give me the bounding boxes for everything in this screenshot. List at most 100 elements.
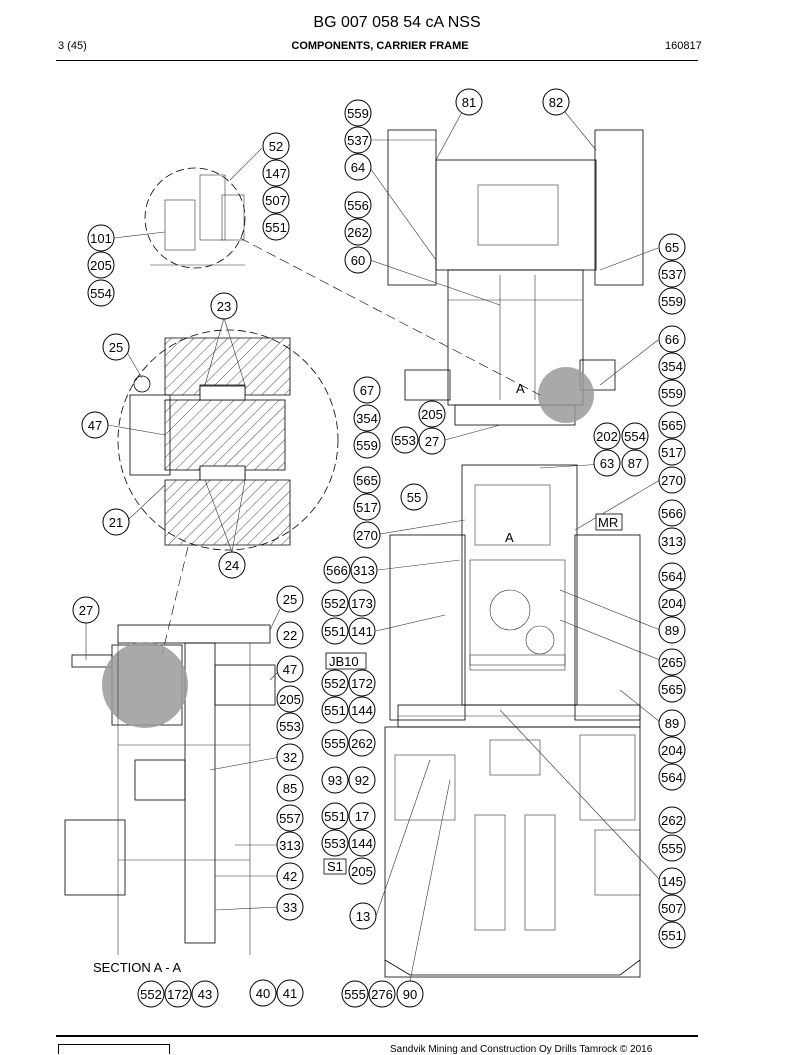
callout: 172 xyxy=(348,669,376,697)
section-mark-a-upper: A xyxy=(516,381,525,396)
page-title: COMPONENTS, CARRIER FRAME xyxy=(291,40,469,52)
callout: 566 xyxy=(323,556,351,584)
s1-label: S1 xyxy=(323,858,347,875)
callout: 557 xyxy=(276,804,304,832)
svg-text:43: 43 xyxy=(198,987,212,1002)
svg-text:23: 23 xyxy=(217,299,231,314)
svg-text:101: 101 xyxy=(90,231,112,246)
callout: 551 xyxy=(321,696,349,724)
svg-text:81: 81 xyxy=(462,95,476,110)
svg-text:144: 144 xyxy=(351,836,373,851)
callout: 270 xyxy=(658,466,686,494)
callout: 204 xyxy=(658,736,686,764)
svg-text:517: 517 xyxy=(661,445,683,460)
callout: 262 xyxy=(344,218,372,246)
callout: 27 xyxy=(72,596,100,624)
svg-text:354: 354 xyxy=(661,359,683,374)
svg-text:25: 25 xyxy=(109,340,123,355)
callout: 517 xyxy=(658,438,686,466)
mr-label: MR xyxy=(595,513,623,531)
callout: 13 xyxy=(349,902,377,930)
svg-text:552: 552 xyxy=(324,676,346,691)
svg-text:559: 559 xyxy=(356,438,378,453)
svg-text:204: 204 xyxy=(661,743,683,758)
svg-text:507: 507 xyxy=(265,193,287,208)
svg-text:66: 66 xyxy=(665,332,679,347)
svg-text:90: 90 xyxy=(403,987,417,1002)
valve-detail-view xyxy=(144,167,541,396)
svg-text:141: 141 xyxy=(351,624,373,639)
svg-text:276: 276 xyxy=(371,987,393,1002)
svg-text:64: 64 xyxy=(351,160,365,175)
svg-text:553: 553 xyxy=(279,719,301,734)
svg-text:47: 47 xyxy=(88,418,102,433)
svg-text:87: 87 xyxy=(628,456,642,471)
callout: 41 xyxy=(276,979,304,1007)
sandvik-logo xyxy=(58,1044,170,1054)
svg-text:553: 553 xyxy=(394,433,416,448)
callout: 145 xyxy=(658,867,686,895)
svg-text:552: 552 xyxy=(324,596,346,611)
svg-text:144: 144 xyxy=(351,703,373,718)
svg-text:17: 17 xyxy=(355,809,369,824)
callout: 40 xyxy=(249,979,277,1007)
svg-text:566: 566 xyxy=(661,506,683,521)
svg-text:63: 63 xyxy=(600,456,614,471)
callout: 87 xyxy=(621,449,649,477)
callout: 551 xyxy=(658,921,686,949)
svg-text:82: 82 xyxy=(549,95,563,110)
callout: 205 xyxy=(87,251,115,279)
svg-text:555: 555 xyxy=(661,841,683,856)
svg-text:40: 40 xyxy=(256,986,270,1001)
svg-text:551: 551 xyxy=(661,928,683,943)
svg-text:47: 47 xyxy=(283,662,297,677)
callout: 507 xyxy=(262,186,290,214)
callout: 265 xyxy=(658,648,686,676)
svg-text:27: 27 xyxy=(79,603,93,618)
svg-text:60: 60 xyxy=(351,253,365,268)
svg-text:24: 24 xyxy=(225,558,239,573)
callout: 47 xyxy=(81,411,109,439)
callout: 564 xyxy=(658,763,686,791)
callout: 551 xyxy=(262,213,290,241)
callout: 173 xyxy=(348,589,376,617)
callout: 565 xyxy=(353,466,381,494)
svg-text:507: 507 xyxy=(661,901,683,916)
callout: 564 xyxy=(658,562,686,590)
svg-text:565: 565 xyxy=(356,473,378,488)
callout: 556 xyxy=(344,191,372,219)
svg-text:557: 557 xyxy=(279,811,301,826)
svg-text:92: 92 xyxy=(355,773,369,788)
callout: 144 xyxy=(348,829,376,857)
callout: 89 xyxy=(658,709,686,737)
svg-text:93: 93 xyxy=(328,773,342,788)
svg-text:564: 564 xyxy=(661,770,683,785)
callout: 63 xyxy=(593,449,621,477)
callout: 81 xyxy=(455,88,483,116)
callout: 262 xyxy=(658,806,686,834)
callout: 551 xyxy=(321,802,349,830)
svg-text:565: 565 xyxy=(661,418,683,433)
svg-text:55: 55 xyxy=(407,490,421,505)
callout: 25 xyxy=(276,585,304,613)
part-callouts: 559 537 64 556 262 60 81 82 65 537 559 6… xyxy=(72,88,686,1008)
callout: 559 xyxy=(353,431,381,459)
svg-text:172: 172 xyxy=(167,987,189,1002)
svg-text:564: 564 xyxy=(661,569,683,584)
callout: 89 xyxy=(658,616,686,644)
svg-text:172: 172 xyxy=(351,676,373,691)
svg-text:S1: S1 xyxy=(327,859,343,874)
callout: 67 xyxy=(353,376,381,404)
callout: 565 xyxy=(658,411,686,439)
callout: 64 xyxy=(344,153,372,181)
svg-text:537: 537 xyxy=(347,133,369,148)
callout: 82 xyxy=(542,88,570,116)
svg-text:52: 52 xyxy=(269,139,283,154)
callout: 537 xyxy=(658,260,686,288)
callout: 559 xyxy=(344,99,372,127)
svg-text:205: 205 xyxy=(421,407,443,422)
svg-text:262: 262 xyxy=(351,736,373,751)
svg-text:147: 147 xyxy=(265,166,287,181)
callout: 47 xyxy=(276,655,304,683)
svg-text:205: 205 xyxy=(279,692,301,707)
